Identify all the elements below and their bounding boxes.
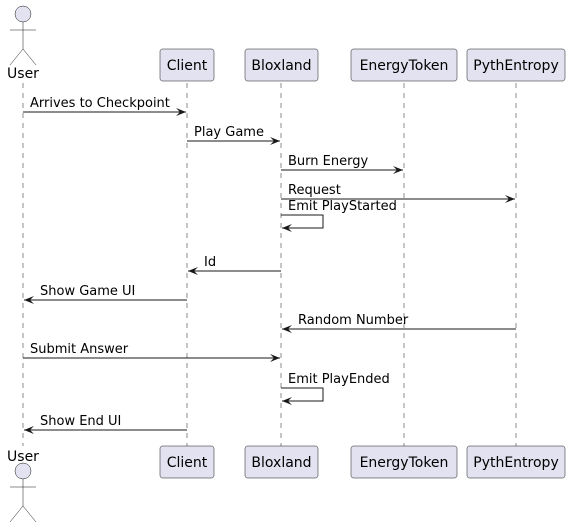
participant-box-energytoken-bottom [350,445,458,479]
participant-label-energytoken-bottom: EnergyToken [360,455,449,471]
participant-box-bloxland-bottom [244,445,319,479]
message-arrowhead-9 [282,397,292,405]
participant-box-client-bottom [159,445,215,479]
message-arrowhead-4 [282,224,292,232]
message-arrow-4 [281,214,324,229]
participant-label-user-bottom: User [7,449,39,465]
actor-leg-left-top [9,48,24,66]
message-arrowhead-3 [505,195,515,203]
message-label-0: Arrives to Checkpoint [30,96,170,111]
message-label-10: Show End UI [40,414,121,429]
message-label-9: Emit PlayEnded [288,372,390,387]
participant-label-client-bottom: Client [167,455,208,471]
participant-box-client-top [159,48,215,82]
message-arrowhead-5 [188,267,198,275]
message-label-4: Emit PlayStarted [288,199,397,214]
actor-leg-right-top [22,48,37,66]
actor-head-top [14,5,32,23]
message-label-2: Burn Energy [288,154,368,169]
message-arrowhead-8 [270,354,280,362]
message-arrowhead-1 [270,137,280,145]
participant-label-user-top: User [7,66,39,82]
message-arrowhead-2 [393,166,403,174]
actor-leg-left-bottom [9,505,24,523]
message-label-5: Id [204,255,216,270]
message-arrowhead-6 [24,296,34,304]
message-label-1: Play Game [194,125,264,140]
participant-box-pythentropy-top [466,48,566,82]
message-label-7: Random Number [298,313,409,328]
actor-leg-right-bottom [22,505,37,523]
message-label-6: Show Game UI [40,284,135,299]
participant-label-client-top: Client [167,58,208,74]
message-arrowhead-10 [24,426,34,434]
participant-box-bloxland-top [244,48,319,82]
message-arrowhead-0 [176,108,186,116]
actor-head-bottom [14,462,32,480]
message-arrow-9 [281,387,324,402]
message-label-3: Request [288,183,341,198]
participant-label-energytoken-top: EnergyToken [360,58,449,74]
participant-label-pythentropy-top: PythEntropy [473,58,558,74]
participant-label-bloxland-top: Bloxland [251,58,311,74]
participant-label-pythentropy-bottom: PythEntropy [473,455,558,471]
participant-label-bloxland-bottom: Bloxland [251,455,311,471]
message-arrowhead-7 [282,325,292,333]
participant-box-energytoken-top [350,48,458,82]
participant-box-pythentropy-bottom [466,445,566,479]
message-label-8: Submit Answer [30,342,129,357]
